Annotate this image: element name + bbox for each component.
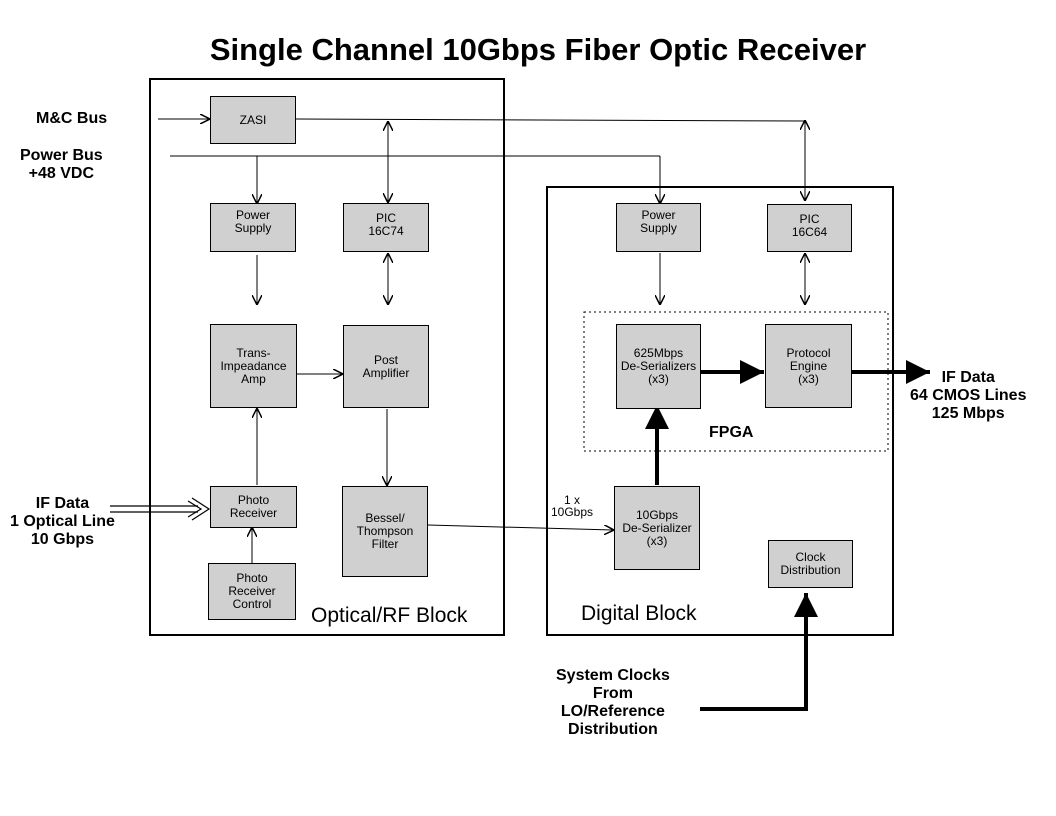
deserializer-10gbps-box: 10Gbps De-Serializer (x3) (614, 486, 700, 570)
optical-input-arrow (110, 497, 211, 521)
digital-power-supply-box: Power Supply (616, 203, 701, 252)
photo-receiver-control-box: Photo Receiver Control (208, 563, 296, 620)
pic-16c74-box: PIC 16C74 (343, 203, 429, 252)
zasi-bus-line (295, 118, 805, 200)
system-clock-arrow (700, 593, 818, 711)
diagram-title: Single Channel 10Gbps Fiber Optic Receiv… (209, 32, 867, 67)
if-data-output-label: IF Data 64 CMOS Lines 125 Mbps (910, 369, 1027, 422)
bessel-to-deser-arrow (427, 524, 613, 530)
power-bus-label: Power Bus +48 VDC (20, 147, 103, 182)
photo-receiver-box: Photo Receiver (210, 486, 297, 528)
pic-16c64-box: PIC 16C64 (767, 204, 852, 252)
deserializer-625mbps-box: 625Mbps De-Serializers (x3) (616, 324, 701, 409)
mc-bus-label: M&C Bus (36, 110, 108, 127)
zasi-box: ZASI (210, 96, 296, 144)
fpga-label: FPGA (709, 424, 754, 441)
transimpedance-amp-box: Trans- Impeadance Amp (210, 324, 297, 408)
digital-block (546, 186, 894, 636)
optical-power-supply-box: Power Supply (210, 203, 296, 252)
post-amplifier-box: Post Amplifier (343, 325, 429, 408)
clock-distribution-box: Clock Distribution (768, 540, 853, 588)
bessel-thompson-filter-box: Bessel/ Thompson Filter (342, 486, 428, 577)
digital-block-label: Digital Block (581, 602, 697, 625)
optical-rf-block (149, 78, 505, 636)
protocol-engine-box: Protocol Engine (x3) (765, 324, 852, 408)
fpga-region (583, 311, 889, 452)
optical-rf-block-label: Optical/RF Block (311, 604, 468, 627)
system-clocks-label: System Clocks From LO/Reference Distribu… (556, 667, 670, 738)
if-data-input-label: IF Data 1 Optical Line 10 Gbps (10, 495, 115, 548)
link-rate-label: 1 x 10Gbps (551, 493, 594, 519)
